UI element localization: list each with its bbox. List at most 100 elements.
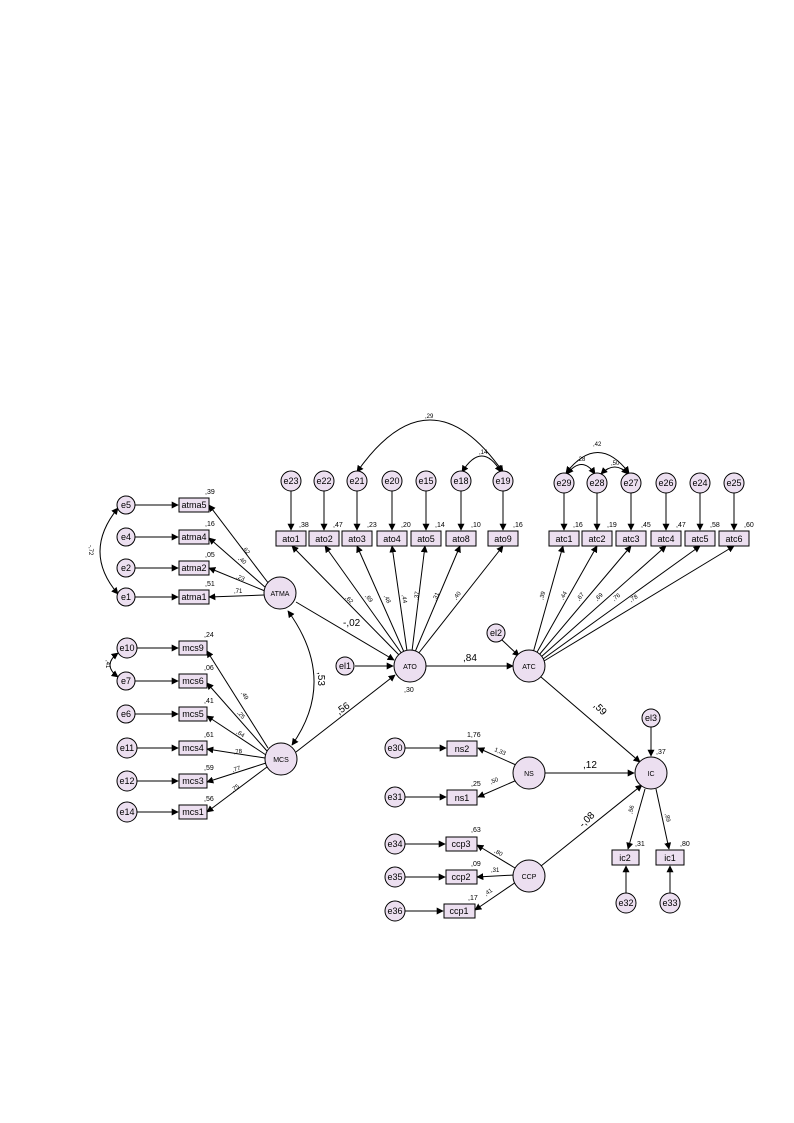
latent-ato[interactable]: ATO: [393, 649, 427, 683]
error-e31[interactable]: e31: [384, 786, 406, 808]
error-e14[interactable]: e14: [116, 801, 138, 823]
observed-ns1-label: ns1: [455, 793, 470, 803]
observed-ccp3[interactable]: ccp3: [445, 836, 478, 852]
error-e23[interactable]: e23: [280, 470, 302, 492]
error-e32[interactable]: e32: [615, 892, 637, 914]
error-e19[interactable]: e19: [492, 470, 514, 492]
observed-ccp2[interactable]: ccp2: [445, 869, 478, 885]
error-e15[interactable]: e15: [415, 470, 437, 492]
load-mcs5: ,64: [235, 730, 246, 740]
observed-mcs5[interactable]: mcs5: [178, 706, 208, 722]
error-el1[interactable]: el1: [335, 656, 355, 676]
error-e1[interactable]: e1: [116, 587, 136, 607]
r2-atc4: ,47: [676, 522, 686, 529]
error-e26[interactable]: e26: [655, 472, 677, 494]
observed-mcs9[interactable]: mcs9: [178, 640, 208, 656]
error-e11-label: e11: [120, 743, 134, 753]
error-e7[interactable]: e7: [116, 671, 136, 691]
error-e22[interactable]: e22: [313, 470, 335, 492]
r2-mcs9: ,24: [204, 632, 214, 639]
error-e33[interactable]: e33: [659, 892, 681, 914]
error-e12-label: e12: [119, 776, 134, 786]
observed-ato8[interactable]: ato8: [445, 530, 477, 547]
observed-atma4-label: atma4: [181, 532, 206, 542]
observed-atc4-label: atc4: [657, 534, 674, 544]
error-e36[interactable]: e36: [384, 900, 406, 922]
observed-atma2[interactable]: atma2: [178, 560, 210, 576]
observed-mcs1[interactable]: mcs1: [178, 804, 208, 820]
observed-mcs4[interactable]: mcs4: [178, 740, 208, 756]
error-e30[interactable]: e30: [384, 737, 406, 759]
r2-atc6: ,60: [744, 522, 754, 529]
observed-atc5[interactable]: atc5: [684, 530, 716, 547]
observed-ato4[interactable]: ato4: [376, 530, 408, 547]
error-e35[interactable]: e35: [384, 866, 406, 888]
observed-ato2[interactable]: ato2: [308, 530, 340, 547]
observed-ato1[interactable]: ato1: [275, 530, 307, 547]
error-e34[interactable]: e34: [384, 833, 406, 855]
observed-ato9[interactable]: ato9: [487, 530, 519, 547]
error-el3[interactable]: el3: [641, 708, 661, 728]
cov-e29-e27: [565, 452, 630, 474]
r2-atma1: ,51: [205, 581, 215, 588]
observed-ns1[interactable]: ns1: [446, 789, 478, 806]
observed-mcs6[interactable]: mcs6: [178, 673, 208, 689]
observed-ato5[interactable]: ato5: [410, 530, 442, 547]
latent-ic[interactable]: IC: [634, 756, 668, 790]
error-e20[interactable]: e20: [381, 470, 403, 492]
error-e24-label: e24: [692, 478, 707, 488]
load-ato9: ,40: [453, 590, 463, 601]
error-e32-label: e32: [618, 898, 633, 908]
error-e12[interactable]: e12: [116, 770, 138, 792]
observed-atc6[interactable]: atc6: [718, 530, 750, 547]
observed-ato2-label: ato2: [315, 534, 333, 544]
error-e24[interactable]: e24: [689, 472, 711, 494]
observed-mcs3[interactable]: mcs3: [178, 773, 208, 789]
path-mcs-mcs9: [206, 650, 269, 749]
latent-ns[interactable]: NS: [512, 756, 546, 790]
path-ato-ato1: [291, 545, 401, 657]
latent-atma[interactable]: ATMA: [263, 576, 297, 610]
error-e27[interactable]: e27: [620, 472, 642, 494]
error-e21[interactable]: e21: [346, 470, 368, 492]
error-e10[interactable]: e10: [116, 637, 138, 659]
observed-atc4[interactable]: atc4: [650, 530, 682, 547]
error-e25[interactable]: e25: [723, 472, 745, 494]
path-atc-atc5: [542, 545, 701, 660]
observed-atc3[interactable]: atc3: [615, 530, 647, 547]
observed-atma1[interactable]: atma1: [178, 589, 210, 605]
r2-ic: ,37: [656, 749, 666, 756]
latent-atc[interactable]: ATC: [512, 649, 546, 683]
observed-ic2[interactable]: ic2: [611, 849, 640, 866]
observed-ato3[interactable]: ato3: [341, 530, 373, 547]
path-mcs-mcs1: [206, 766, 268, 813]
observed-atc2[interactable]: atc2: [581, 530, 613, 547]
observed-atc1[interactable]: atc1: [548, 530, 580, 547]
r2-mcs1: ,56: [204, 796, 214, 803]
observed-ic1[interactable]: ic1: [655, 849, 685, 866]
error-e28[interactable]: e28: [586, 472, 608, 494]
error-e4[interactable]: e4: [116, 527, 136, 547]
error-e5[interactable]: e5: [116, 495, 136, 515]
error-e11[interactable]: e11: [116, 737, 138, 759]
error-e2[interactable]: e2: [116, 558, 136, 578]
load-atc5: ,76: [612, 592, 623, 602]
observed-ns2[interactable]: ns2: [446, 740, 478, 757]
r2-atma2: ,05: [205, 552, 215, 559]
error-e29[interactable]: e29: [553, 472, 575, 494]
observed-atma4[interactable]: atma4: [178, 529, 210, 545]
observed-mcs9-label: mcs9: [182, 643, 204, 653]
latent-mcs[interactable]: MCS: [264, 742, 298, 776]
observed-atma5[interactable]: atma5: [178, 497, 210, 513]
error-e18[interactable]: e18: [450, 470, 472, 492]
path-atc-atc6: [543, 545, 735, 662]
error-e7-label: e7: [121, 676, 131, 686]
latent-ccp[interactable]: CCP: [512, 859, 546, 893]
error-el2[interactable]: el2: [486, 623, 506, 643]
observed-ns2-label: ns2: [455, 744, 470, 754]
r2-ato9: ,16: [513, 522, 523, 529]
load-mcs6: ,25: [235, 710, 245, 721]
error-e6[interactable]: e6: [116, 704, 136, 724]
observed-ccp1[interactable]: ccp1: [443, 903, 476, 919]
load-atma5: ,62: [240, 546, 250, 557]
